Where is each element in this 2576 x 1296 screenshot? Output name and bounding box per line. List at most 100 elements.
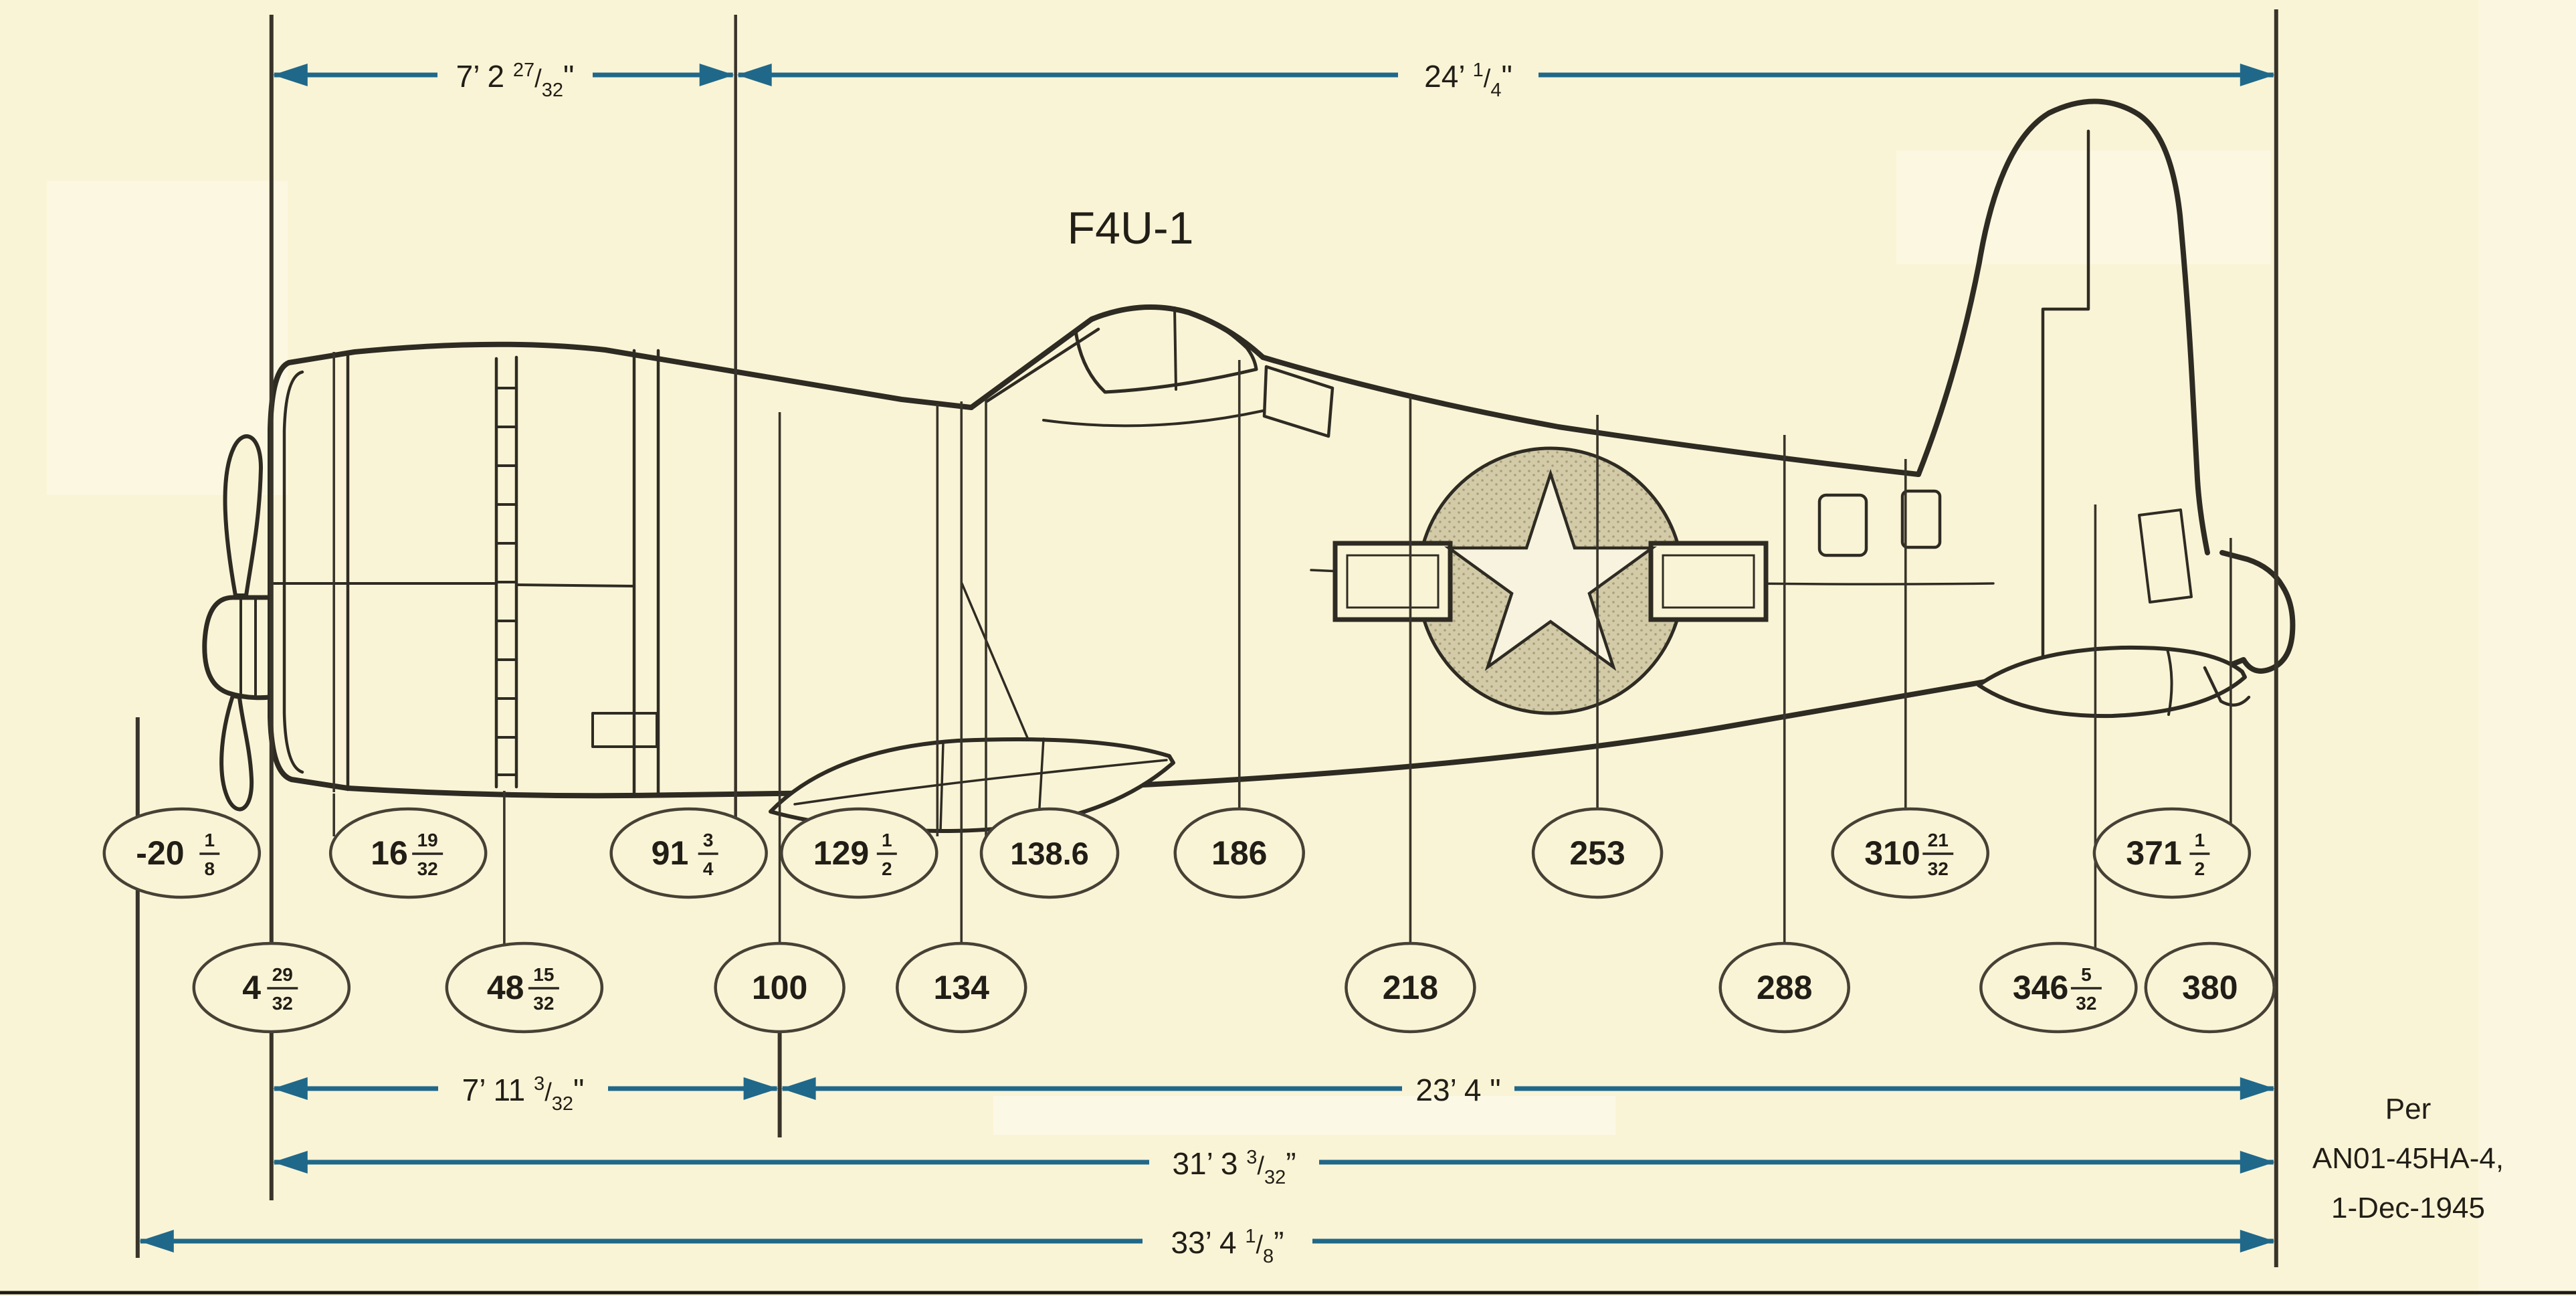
propeller-blade-upper xyxy=(223,434,263,597)
dimension-arrow xyxy=(2240,64,2275,86)
station-label: 288 xyxy=(1757,969,1812,1006)
fuselage-spine xyxy=(1260,355,1921,477)
dimension: 7’ 11 3/32" xyxy=(272,1073,779,1115)
propeller-spinner xyxy=(202,595,273,701)
station-oval xyxy=(1831,807,1989,899)
canopy-bubble xyxy=(1074,304,1258,394)
station-lines-layer xyxy=(135,9,2278,1267)
dimension: 23’ 4 " xyxy=(781,1073,2275,1107)
source-note-line: Per xyxy=(2385,1093,2431,1125)
dimension-layer: 7’ 2 27/32" 24’ 1/4" 7’ 11 3/32" 23’ 4 " 31’… xyxy=(138,59,2275,1267)
horizontal-stabilizer xyxy=(1977,645,2247,719)
dimension-arrow xyxy=(2240,1151,2275,1174)
elevator-hinge-line xyxy=(2166,648,2173,716)
station-marker: 380 xyxy=(2144,941,2276,1034)
windscreen-frame xyxy=(985,327,1100,403)
dimension-arrow xyxy=(272,1077,308,1100)
station-fraction-numerator: 29 xyxy=(272,964,293,985)
station-fraction-denominator: 32 xyxy=(1928,858,1949,879)
station-label: 253 xyxy=(1569,834,1625,872)
station-fraction-numerator: 3 xyxy=(703,830,714,850)
fuselage-window-b xyxy=(1900,489,1942,549)
station-oval xyxy=(1979,941,2138,1034)
station-fraction-numerator: 19 xyxy=(417,830,438,850)
station-label: 100 xyxy=(752,969,807,1006)
station-fraction-denominator: 32 xyxy=(2076,993,2096,1014)
station-oval xyxy=(1345,941,1476,1034)
station-label: 218 xyxy=(1383,969,1438,1006)
station-fraction-numerator: 1 xyxy=(882,830,892,850)
dimension-arrow xyxy=(781,1077,816,1100)
station-oval xyxy=(896,941,1027,1034)
station-label: 380 xyxy=(2182,969,2238,1006)
station-fraction-denominator: 8 xyxy=(205,858,215,879)
wing-flap-line-b xyxy=(939,741,945,832)
station-marker: 129 1 2 xyxy=(780,807,938,899)
station-label: 16 xyxy=(371,834,408,872)
source-note: Per AN01-45HA-4, 1-Dec-1945 xyxy=(2312,1093,2504,1224)
station-fraction-denominator: 32 xyxy=(533,993,554,1014)
station-fraction-denominator: 2 xyxy=(882,858,892,879)
insignia-star xyxy=(1444,468,1657,671)
dimension-arrow xyxy=(743,1077,779,1100)
station-fraction-numerator: 1 xyxy=(2195,830,2205,850)
station-oval xyxy=(1173,807,1305,899)
station-oval xyxy=(609,807,768,899)
station-oval xyxy=(1718,941,1850,1034)
station-marker: 288 xyxy=(1718,941,1850,1034)
exhaust-outlet xyxy=(591,712,658,748)
station-oval xyxy=(780,807,938,899)
station-oval xyxy=(714,941,846,1034)
source-note-line: 1-Dec-1945 xyxy=(2331,1192,2485,1224)
station-marker: 48 15 32 xyxy=(445,941,604,1034)
dimension-arrow xyxy=(272,64,308,86)
propeller-blade-lower xyxy=(219,694,254,812)
station-marker: 218 xyxy=(1345,941,1476,1034)
canopy-slider-frame xyxy=(1173,306,1177,391)
station-label: 186 xyxy=(1211,834,1267,872)
dimension: 33’ 4 1/8” xyxy=(138,1225,2275,1267)
cowl-inner-arc xyxy=(282,370,304,774)
dimension-arrow xyxy=(736,64,772,86)
station-label: 48 xyxy=(487,969,524,1006)
station-oval xyxy=(2092,807,2252,899)
station-label: 346 xyxy=(2013,969,2068,1006)
station-label: 4 xyxy=(242,969,261,1006)
tailwheel-hook xyxy=(2203,666,2251,707)
wing-inner-line xyxy=(793,759,1168,806)
diagram-title: F4U-1 xyxy=(1068,203,1194,254)
aft-glazing xyxy=(1262,365,1334,438)
dimension-arrow xyxy=(699,64,734,86)
station-oval xyxy=(1531,807,1664,899)
cowl-flap-rungs xyxy=(495,387,518,776)
fuselage-top-line xyxy=(286,341,974,410)
station-oval xyxy=(445,941,604,1034)
dimension-label: 23’ 4 " xyxy=(1415,1073,1500,1107)
station-label: 138.6 xyxy=(1010,836,1089,871)
dimension-label: 24’ 1/4" xyxy=(1424,59,1512,101)
station-oval xyxy=(2144,941,2276,1034)
station-marker: 100 xyxy=(714,941,846,1034)
insignia-bar-left-inner xyxy=(1346,554,1440,609)
station-fraction-numerator: 15 xyxy=(533,964,554,985)
station-oval xyxy=(979,807,1120,899)
cockpit-sill xyxy=(1042,409,1264,428)
station-marker: 134 xyxy=(896,941,1027,1034)
rudder-tab xyxy=(2138,508,2193,604)
station-label: -20 xyxy=(136,834,184,872)
station-label: 129 xyxy=(813,834,869,872)
dimension-arrow xyxy=(2240,1077,2275,1100)
dimension: 7’ 2 27/32" xyxy=(272,59,734,101)
dimension-label: 7’ 2 27/32" xyxy=(456,59,575,101)
dimension: 31’ 3 3/32” xyxy=(272,1146,2275,1188)
station-label: 371 xyxy=(2126,834,2181,872)
insignia-bar-right-inner xyxy=(1662,554,1755,609)
fuselage-outline xyxy=(268,360,2296,799)
